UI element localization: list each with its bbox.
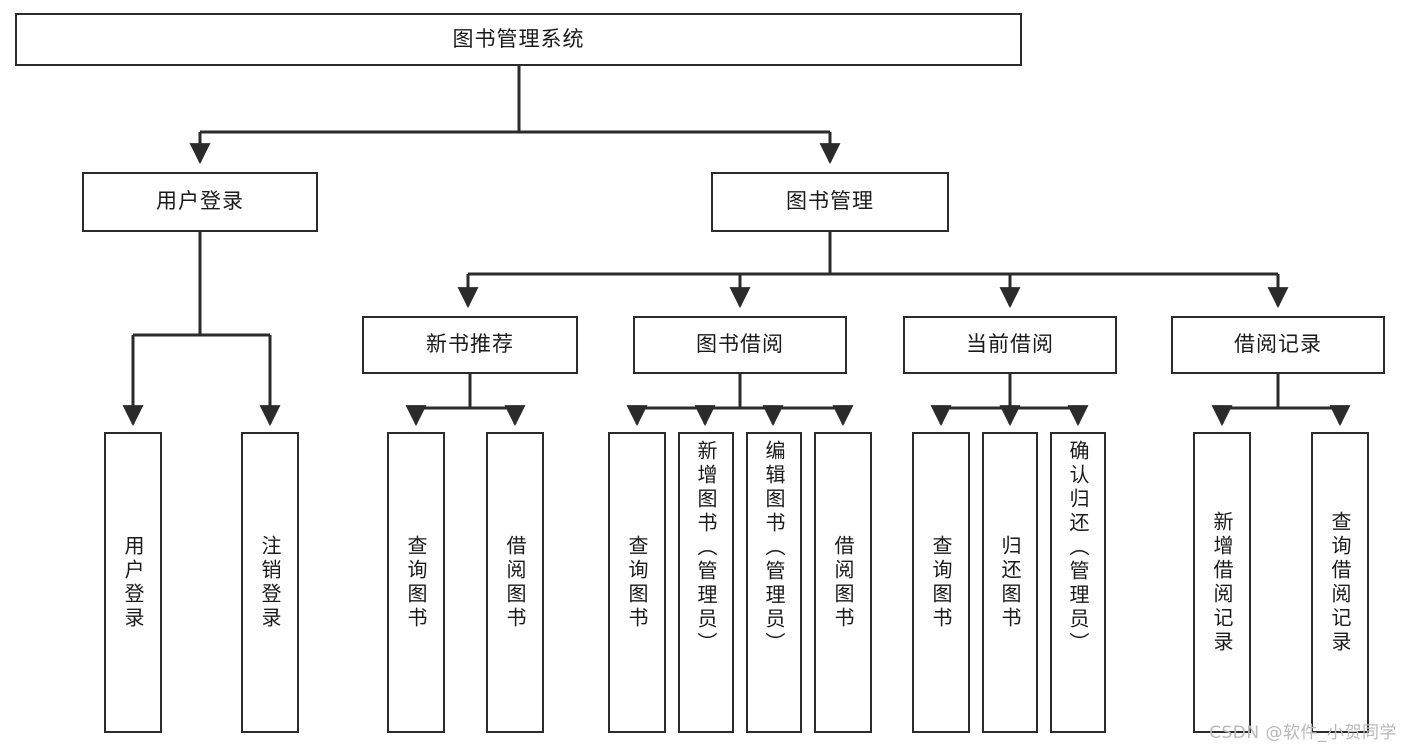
node-book-borrowing[interactable]: 图书借阅 <box>633 316 847 374</box>
leaf-return-book-label: 归还图书 <box>998 534 1022 631</box>
leaf-borrow-book-recommend[interactable]: 借阅图书 <box>486 432 544 733</box>
node-new-book-recommendation-label: 新书推荐 <box>426 332 514 357</box>
node-book-borrowing-label: 图书借阅 <box>696 332 784 357</box>
leaf-return-book[interactable]: 归还图书 <box>982 432 1038 733</box>
leaf-logout-label: 注销登录 <box>258 534 282 631</box>
leaf-query-book-recommend-label: 查询图书 <box>404 534 428 631</box>
leaf-logout[interactable]: 注销登录 <box>241 432 299 733</box>
node-book-management[interactable]: 图书管理 <box>711 172 949 232</box>
leaf-borrow-book-recommend-label: 借阅图书 <box>503 534 527 631</box>
node-current-borrowing[interactable]: 当前借阅 <box>903 316 1117 374</box>
leaf-borrow-book-borrowing-label: 借阅图书 <box>831 534 855 631</box>
leaf-add-borrow-record-label: 新增借阅记录 <box>1210 510 1234 655</box>
leaf-edit-book-admin-label: 编辑图书（管理员） <box>762 440 786 656</box>
node-new-book-recommendation[interactable]: 新书推荐 <box>362 316 578 374</box>
node-current-borrowing-label: 当前借阅 <box>966 332 1054 357</box>
leaf-confirm-return-admin[interactable]: 确认归还（管理员） <box>1050 432 1106 733</box>
leaf-confirm-return-admin-label: 确认归还（管理员） <box>1066 440 1090 656</box>
leaf-user-login[interactable]: 用户登录 <box>104 432 162 733</box>
leaf-edit-book-admin[interactable]: 编辑图书（管理员） <box>746 432 802 733</box>
leaf-user-login-label: 用户登录 <box>121 534 145 631</box>
node-borrow-records[interactable]: 借阅记录 <box>1171 316 1385 374</box>
leaf-query-borrow-record[interactable]: 查询借阅记录 <box>1311 432 1369 733</box>
node-root[interactable]: 图书管理系统 <box>15 13 1022 66</box>
leaf-query-book-borrowing[interactable]: 查询图书 <box>608 432 666 733</box>
leaf-query-book-current-label: 查询图书 <box>929 534 953 631</box>
leaf-add-book-admin-label: 新增图书（管理员） <box>694 440 718 656</box>
leaf-add-borrow-record[interactable]: 新增借阅记录 <box>1193 432 1251 733</box>
leaf-borrow-book-borrowing[interactable]: 借阅图书 <box>814 432 872 733</box>
node-user-login[interactable]: 用户登录 <box>82 172 318 232</box>
node-root-label: 图书管理系统 <box>452 26 585 51</box>
csdn-watermark: CSDN @软件_小贺同学 <box>1209 723 1397 743</box>
node-book-management-label: 图书管理 <box>786 189 874 214</box>
leaf-add-book-admin[interactable]: 新增图书（管理员） <box>678 432 734 733</box>
leaf-query-book-borrowing-label: 查询图书 <box>625 534 649 631</box>
leaf-query-book-recommend[interactable]: 查询图书 <box>387 432 445 733</box>
node-user-login-label: 用户登录 <box>156 189 244 214</box>
leaf-query-borrow-record-label: 查询借阅记录 <box>1328 510 1352 655</box>
node-borrow-records-label: 借阅记录 <box>1234 332 1322 357</box>
leaf-query-book-current[interactable]: 查询图书 <box>912 432 970 733</box>
